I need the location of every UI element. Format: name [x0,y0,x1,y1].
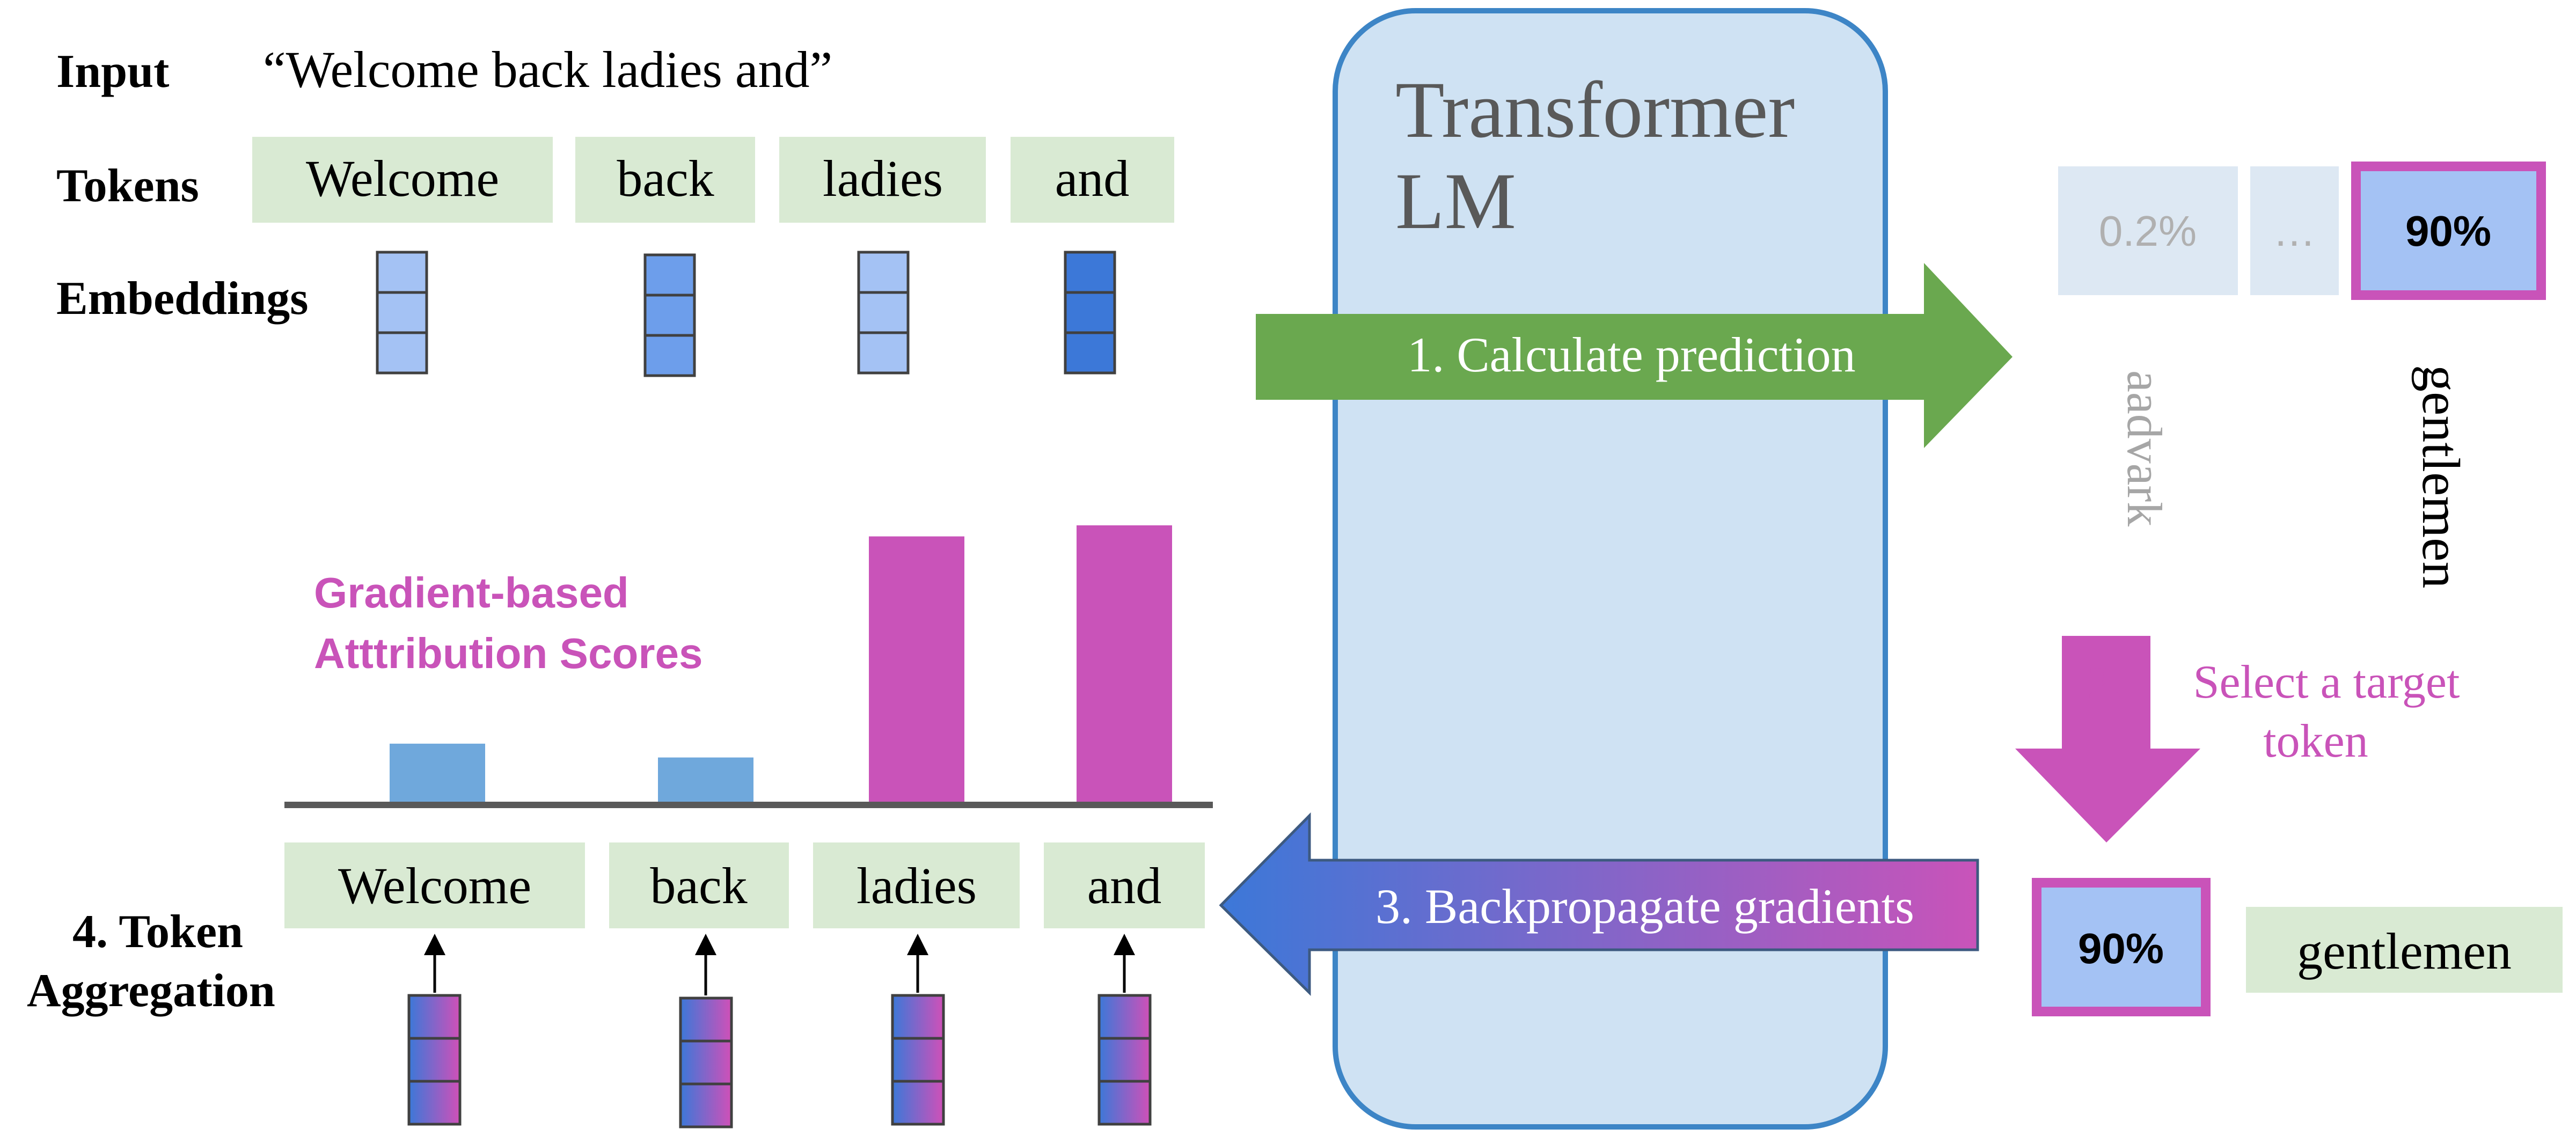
select-target-line2: token [2263,715,2368,767]
bottom-token-and: and [1044,842,1205,928]
prob-cell-gentlemen: 90% [2351,162,2546,300]
attribution-bar-back [658,757,753,802]
bottom-token-ladies: ladies [813,842,1020,928]
token-label: back [617,150,714,207]
target-prob: 90% [2078,925,2164,972]
top-token-welcome: Welcome [252,137,553,223]
prob-cell-ellipsis: … [2250,166,2339,295]
attribution-bar-welcome [390,743,485,802]
select-target-line1: Select a target [2193,656,2460,708]
token-label: and [1055,150,1130,207]
vocab-aadvark: aadvark [2117,370,2172,526]
token-label: back [650,857,747,914]
target-token: gentlemen [2246,907,2563,993]
gradient-vector-ladies [891,994,945,1126]
tokens-label: Tokens [56,160,199,212]
aggregation-label-line1: 4. Token [72,906,243,958]
token-label: Welcome [338,857,531,914]
embedding-vector-ladies [857,251,910,375]
backpropagate-label: 3. Backpropagate gradients [1375,879,1914,934]
prob-value: 90% [2405,207,2491,255]
target-prob-box: 90% [2032,878,2211,1016]
vocab-gentlemen: gentlemen [2411,365,2471,589]
embedding-vector-and [1064,251,1116,375]
embeddings-label: Embeddings [56,273,309,325]
input-sentence: “Welcome back ladies and” [263,41,832,98]
gradient-vector-and [1097,994,1152,1126]
select-target-arrow [2015,636,2200,842]
attribution-title-line2: Atttribution Scores [314,629,702,677]
input-label: Input [56,46,169,98]
gradient-vector-welcome [407,994,462,1126]
target-token-label: gentlemen [2297,922,2512,980]
token-label: ladies [857,857,977,914]
token-label: ladies [823,150,943,207]
attribution-bar-and [1077,525,1172,802]
transformer-title-line2: LM [1395,157,1516,246]
prob-value: 0.2% [2099,207,2197,255]
calculate-prediction-label: 1. Calculate prediction [1407,327,1855,382]
top-token-back: back [575,137,755,223]
prob-cell-aadvark: 0.2% [2058,166,2238,295]
attribution-bars [390,525,1172,802]
prob-value: … [2273,207,2316,255]
select-target-number: 2. [2088,656,2123,708]
transformer-title-line1: Transformer [1395,65,1795,155]
transformer-box [1333,8,1888,1130]
attribution-title-line1: Gradient-based [314,569,629,617]
backpropagate-arrow: 3. Backpropagate gradients [1219,812,1979,996]
calculate-prediction-arrow: 1. Calculate prediction [1256,263,2012,448]
embedding-vector-welcome [376,251,428,375]
aggregation-label-line2: Aggregation [27,965,275,1017]
top-token-ladies: ladies [779,137,986,223]
bottom-token-back: back [609,842,789,928]
bottom-token-welcome: Welcome [284,842,585,928]
token-label: and [1087,857,1162,914]
embedding-vector-back [643,253,696,377]
gradient-vector-back [679,996,733,1128]
attribution-bar-ladies [869,536,964,802]
token-label: Welcome [306,150,499,207]
top-token-and: and [1011,137,1174,223]
